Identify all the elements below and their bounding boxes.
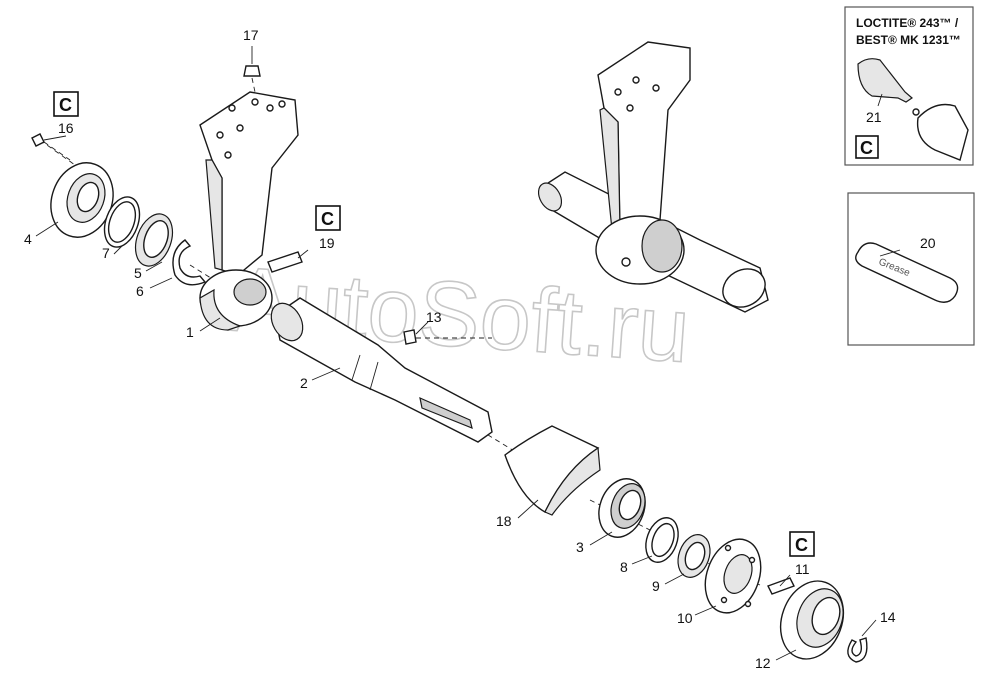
svg-text:C: C bbox=[860, 138, 873, 158]
part-12-end-cap bbox=[779, 580, 845, 660]
label-part-13: 13 bbox=[426, 309, 442, 325]
part-7-ring-inner bbox=[107, 201, 137, 243]
c-marker-11: C bbox=[789, 531, 815, 557]
part-18-half-sleeve bbox=[504, 425, 601, 516]
label-part-11: 11 bbox=[795, 561, 810, 577]
assembled-view bbox=[537, 41, 769, 313]
part-3-bearing bbox=[598, 478, 646, 538]
label-part-16: 16 bbox=[58, 120, 74, 136]
label-part-2: 2 bbox=[300, 375, 308, 391]
label-part-10: 10 bbox=[677, 610, 693, 626]
leader-lines bbox=[35, 93, 901, 661]
part-2-shaft bbox=[270, 297, 493, 443]
part-1-bracket-arm bbox=[199, 91, 299, 331]
part-14-snap-ring bbox=[847, 637, 868, 663]
label-part-4: 4 bbox=[24, 231, 32, 247]
part-13-key bbox=[403, 329, 417, 345]
label-part-1: 1 bbox=[186, 324, 194, 340]
label-part-18: 18 bbox=[496, 513, 512, 529]
label-part-3: 3 bbox=[576, 539, 584, 555]
label-part-7: 7 bbox=[102, 245, 110, 261]
part-4-seal-housing bbox=[50, 162, 114, 238]
part-9-lock-washer-inner bbox=[684, 541, 706, 571]
loctite-line-2: BEST® MK 1231™ bbox=[856, 33, 961, 47]
part-17-nut bbox=[243, 46, 261, 93]
label-part-5: 5 bbox=[134, 265, 142, 281]
svg-text:C: C bbox=[321, 209, 334, 229]
label-part-19: 19 bbox=[319, 235, 335, 251]
loctite-drop-icon bbox=[912, 108, 920, 116]
part-19-pin bbox=[267, 251, 303, 273]
c-marker-21: C bbox=[855, 135, 879, 159]
svg-text:C: C bbox=[59, 95, 72, 115]
part-16-bolt bbox=[31, 133, 71, 161]
loctite-hand-icon bbox=[916, 103, 969, 161]
loctite-line-1: LOCTITE® 243™ / bbox=[856, 16, 959, 30]
grease-panel: Grease bbox=[847, 192, 975, 346]
loctite-bottle-icon bbox=[857, 58, 913, 103]
label-part-14: 14 bbox=[880, 609, 896, 625]
part-20-pin bbox=[855, 242, 959, 303]
label-part-12: 12 bbox=[755, 655, 771, 671]
part-10-flange bbox=[704, 538, 762, 614]
part-5-seal-inner bbox=[143, 220, 169, 258]
c-marker-19: C bbox=[315, 205, 341, 231]
svg-text:C: C bbox=[795, 535, 808, 555]
label-part-20: 20 bbox=[920, 235, 936, 251]
label-part-6: 6 bbox=[136, 283, 144, 299]
label-part-9: 9 bbox=[652, 578, 660, 594]
label-part-17: 17 bbox=[243, 27, 259, 43]
part-8-ring-inner bbox=[651, 522, 675, 558]
label-part-21: 21 bbox=[866, 109, 882, 125]
part-11-bolt bbox=[767, 577, 795, 595]
c-marker-16: C bbox=[53, 91, 79, 117]
part-6-snap-ring bbox=[172, 239, 207, 286]
label-part-8: 8 bbox=[620, 559, 628, 575]
